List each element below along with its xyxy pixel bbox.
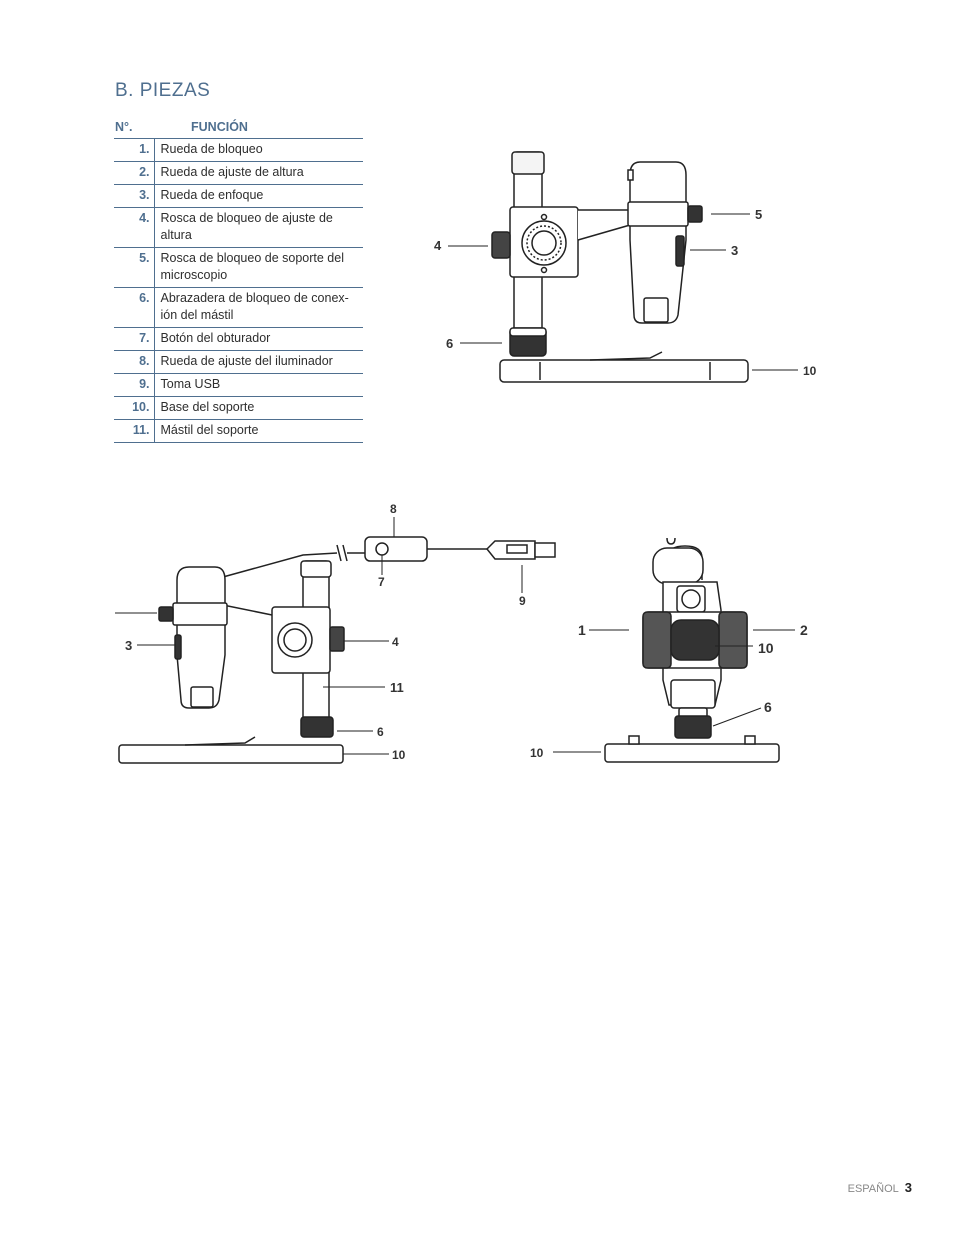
table-row: 6.Abrazadera de bloqueo de conex-ión del… [114, 287, 363, 328]
callout-label: 3 [731, 243, 738, 258]
callout-label: 11 [390, 680, 404, 695]
header-number: N°. [114, 118, 154, 139]
callout-label: 10 [392, 748, 406, 762]
footer-language: ESPAÑOL [847, 1183, 899, 1195]
page-footer: ESPAÑOL 3 [848, 1180, 912, 1195]
callout-label: 6 [377, 725, 384, 739]
table-row: 9.Toma USB [114, 373, 363, 397]
callout-label: 6 [764, 699, 772, 715]
callout-label: 2 [800, 622, 808, 638]
microscope-side-view-figure: 5 4 3 6 10 [434, 151, 817, 383]
table-row: 3.Rueda de enfoque [114, 184, 363, 208]
microscope-front-view-figure: 1 2 10 6 10 [530, 537, 808, 763]
part-function: Rueda de bloqueo [154, 138, 363, 162]
part-number: 2. [114, 161, 155, 185]
part-function: Rosca de bloqueo de soporte del microsco… [154, 247, 363, 288]
section-title: B. PIEZAS [115, 80, 211, 101]
part-number: 11. [114, 419, 155, 443]
callout-label: 4 [434, 238, 442, 253]
callout-label: 9 [519, 594, 526, 608]
part-function: Mástil del soporte [154, 419, 363, 443]
part-number: 1. [114, 138, 155, 162]
part-number: 10. [114, 396, 155, 420]
part-number: 4. [114, 207, 155, 248]
table-row: 7.Botón del obturador [114, 327, 363, 351]
table-row: 11.Mástil del soporte [114, 419, 363, 443]
callout-label: 10 [803, 364, 817, 378]
microscope-rear-view-figure: 8 7 9 3 4 11 6 10 [115, 502, 556, 764]
table-row: 5.Rosca de bloqueo de soporte del micros… [114, 247, 363, 288]
part-number: 8. [114, 350, 155, 374]
header-function: FUNCIÓN [154, 118, 363, 139]
parts-table: N°. FUNCIÓN 1.Rueda de bloqueo 2.Rueda d… [114, 118, 363, 443]
callout-label: 3 [125, 638, 132, 653]
part-number: 7. [114, 327, 155, 351]
table-row: 4.Rosca de bloqueo de ajuste de altura [114, 207, 363, 248]
part-function: Rueda de enfoque [154, 184, 363, 208]
part-function: Botón del obturador [154, 327, 363, 351]
part-function: Rueda de ajuste de altura [154, 161, 363, 185]
part-function: Rueda de ajuste del iluminador [154, 350, 363, 374]
callout-label: 1 [578, 622, 586, 638]
part-number: 9. [114, 373, 155, 397]
callout-label: 7 [378, 575, 385, 589]
callout-label: 4 [392, 635, 399, 649]
part-function: Rosca de bloqueo de ajuste de altura [154, 207, 363, 248]
callout-label: 10 [758, 640, 774, 656]
page-number: 3 [904, 1180, 912, 1195]
table-row: 2.Rueda de ajuste de altura [114, 161, 363, 185]
table-row: 10.Base del soporte [114, 396, 363, 420]
table-row: 8.Rueda de ajuste del iluminador [114, 350, 363, 374]
table-header-row: N°. FUNCIÓN [114, 118, 363, 139]
callout-label: 10 [530, 746, 544, 760]
part-function: Abrazadera de bloqueo de conex-ión del m… [154, 287, 363, 328]
callout-label: 8 [390, 502, 397, 516]
callout-label: 6 [446, 336, 453, 351]
part-function: Toma USB [154, 373, 363, 397]
part-number: 5. [114, 247, 155, 288]
part-number: 3. [114, 184, 155, 208]
part-number: 6. [114, 287, 155, 328]
part-function: Base del soporte [154, 396, 363, 420]
table-row: 1.Rueda de bloqueo [114, 138, 363, 162]
callout-label: 5 [755, 207, 762, 222]
